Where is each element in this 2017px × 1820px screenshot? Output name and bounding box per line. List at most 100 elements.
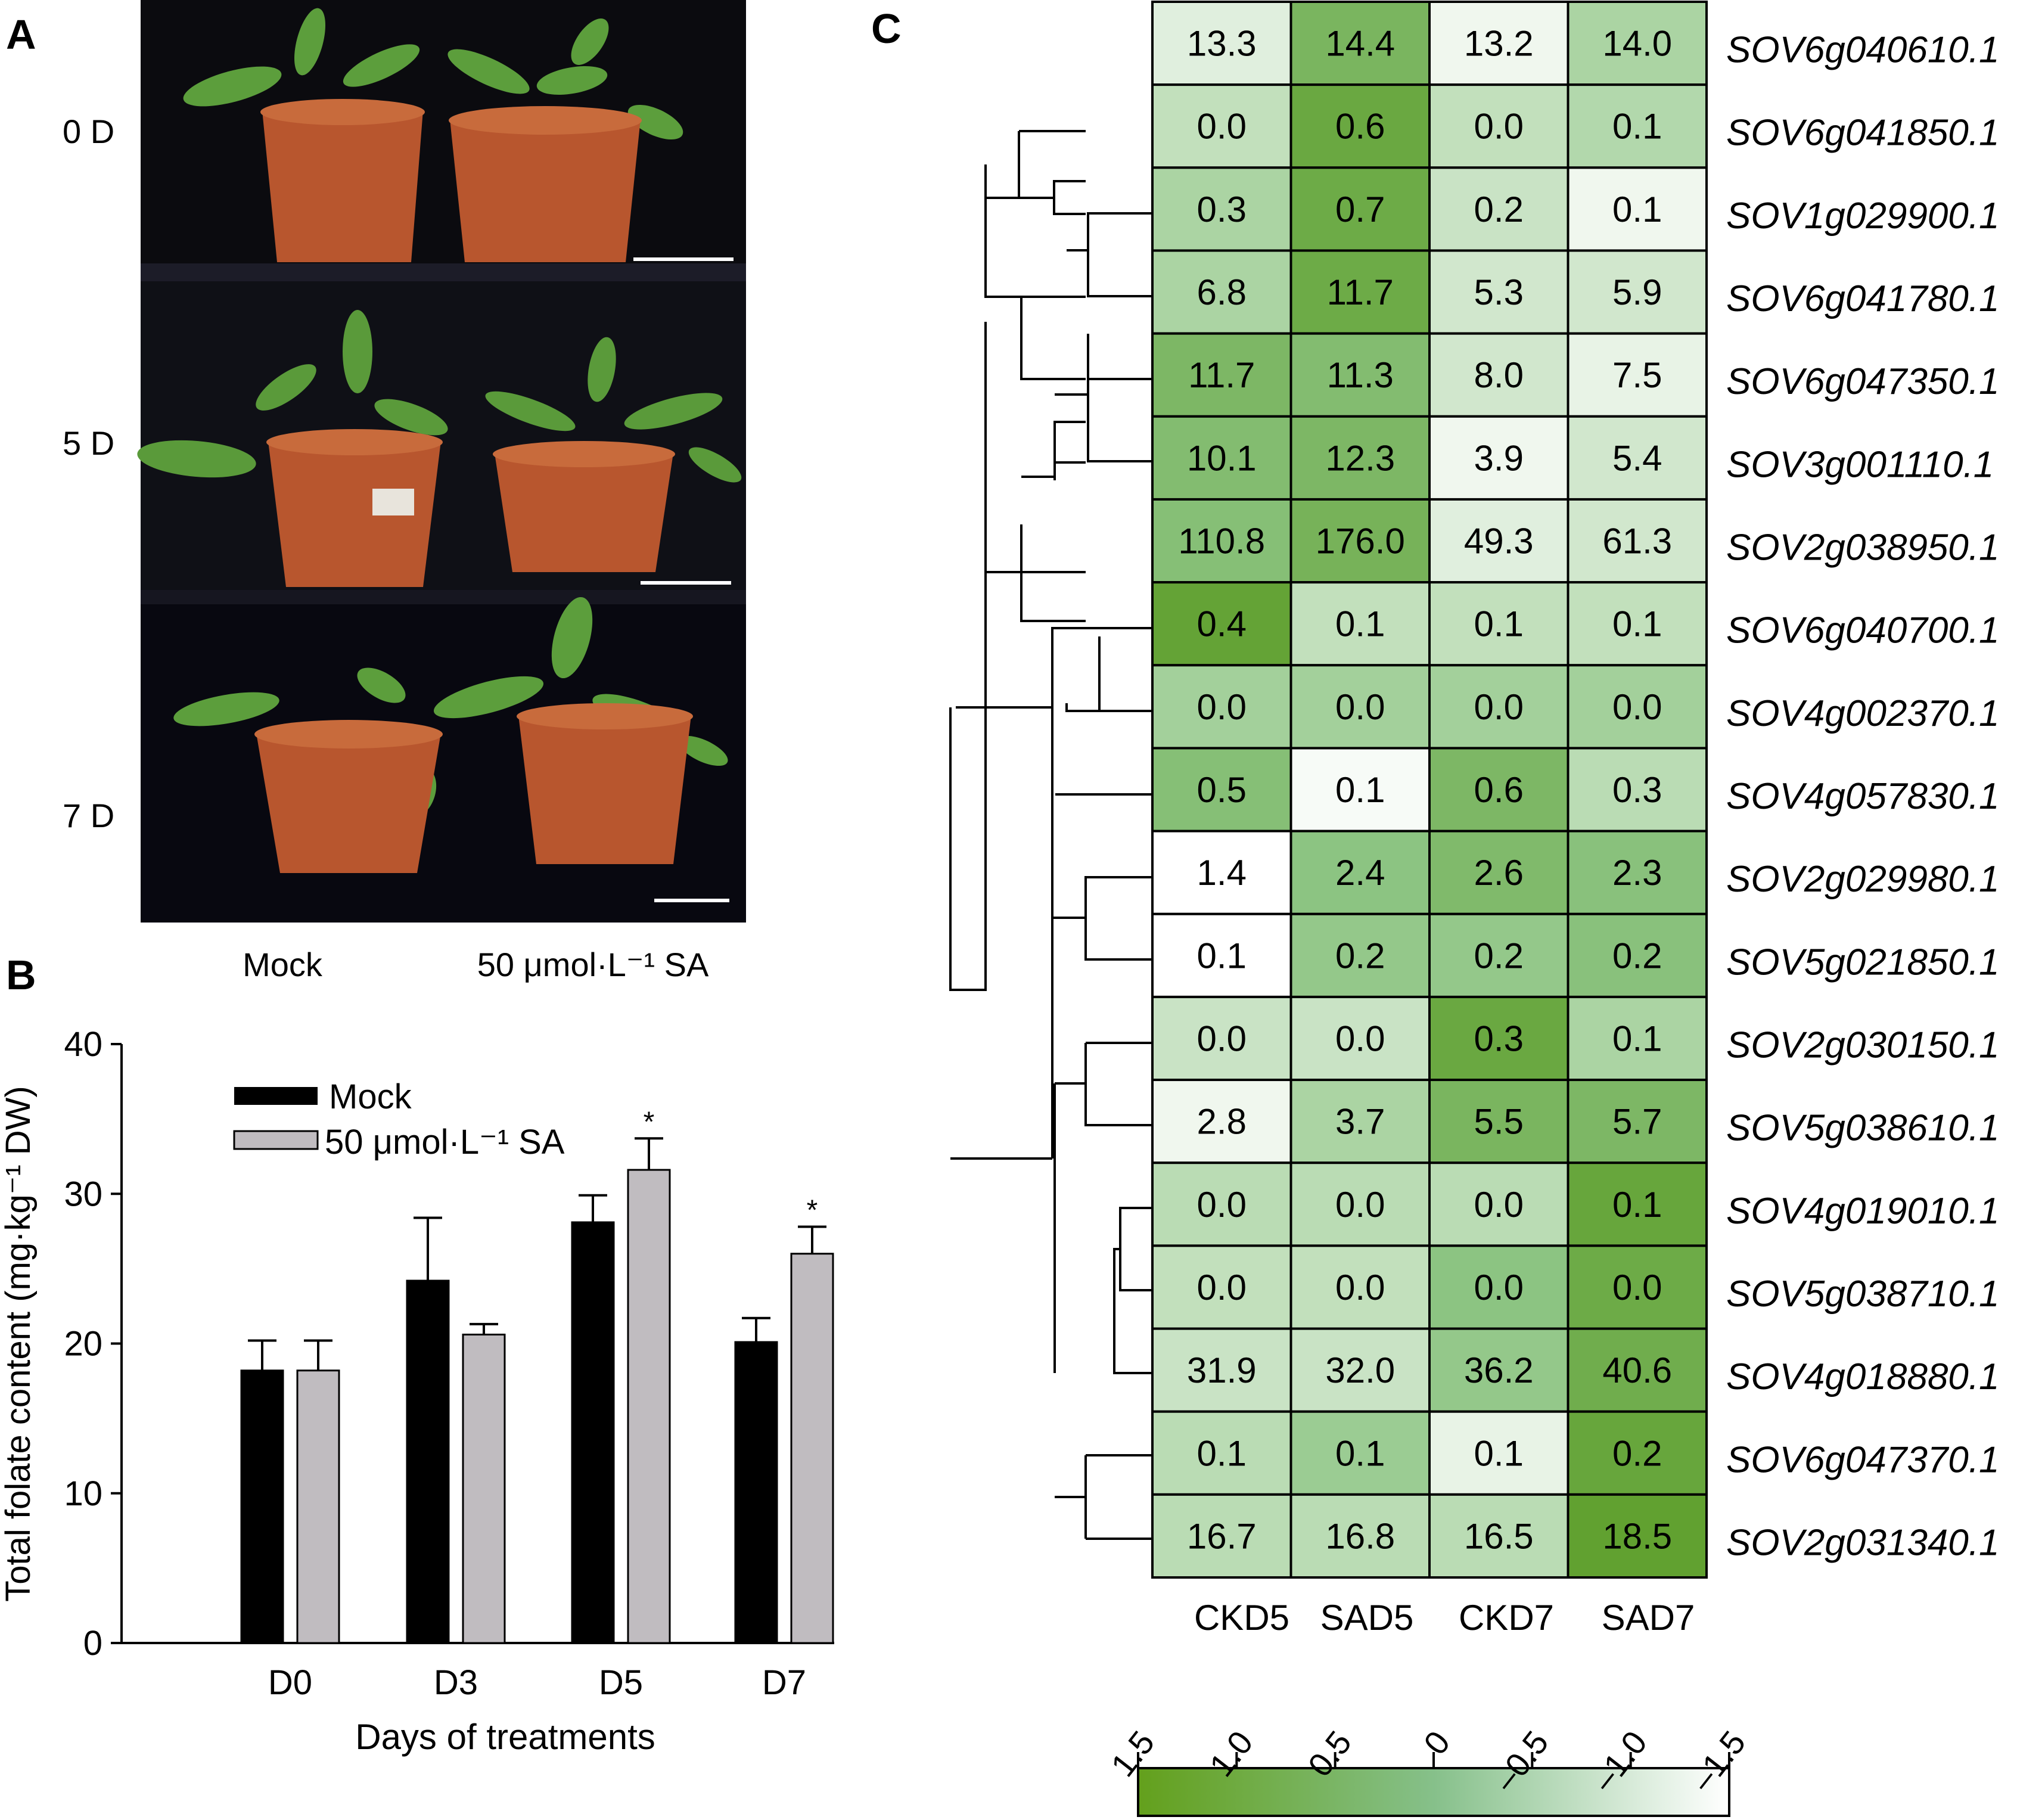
column-label-mock: Mock bbox=[243, 946, 323, 983]
scale-bar bbox=[641, 581, 731, 585]
heatmap-cell-value: 0.0 bbox=[1612, 1268, 1662, 1307]
heatmap-cell bbox=[1289, 912, 1431, 998]
heatmap-cell bbox=[1289, 1161, 1431, 1247]
gene-labels: SOV6g040610.1SOV6g041850.1SOV1g029900.1S… bbox=[1726, 30, 2000, 1564]
significance-marker: * bbox=[644, 1106, 655, 1138]
bar-mock bbox=[734, 1341, 778, 1644]
gene-label: SOV6g040700.1 bbox=[1726, 610, 2000, 651]
heatmap-cell-value: 0.2 bbox=[1612, 1433, 1662, 1473]
dendrogram-branch bbox=[984, 130, 1086, 622]
heatmap-cell bbox=[1289, 664, 1431, 750]
panel-label-c: C bbox=[871, 5, 902, 52]
heatmap-cell bbox=[1567, 912, 1708, 998]
heatmap-cell-value: 0.3 bbox=[1474, 1018, 1524, 1058]
dendrogram bbox=[949, 130, 1152, 1540]
bar-sa bbox=[627, 1169, 671, 1644]
flower-pot-rim bbox=[266, 429, 443, 455]
heatmap-cell-value: 0.0 bbox=[1474, 107, 1524, 147]
heatmap-cell-value: 0.1 bbox=[1612, 107, 1662, 147]
heatmap-cell-value: 0.5 bbox=[1197, 770, 1247, 810]
y-axis-title: Total folate content (mg·kg⁻¹ DW) bbox=[0, 1086, 38, 1601]
heatmap-cell bbox=[1428, 830, 1570, 915]
colorbar-gradient bbox=[1137, 1767, 1730, 1817]
gene-label: SOV2g029980.1 bbox=[1726, 859, 2000, 900]
heatmap-cell bbox=[1289, 1327, 1431, 1413]
x-tick-label: D5 bbox=[599, 1663, 643, 1702]
heatmap-cell-value: 0.0 bbox=[1474, 1185, 1524, 1225]
heatmap-cell-value: 7.5 bbox=[1612, 355, 1662, 395]
gene-label: SOV4g002370.1 bbox=[1726, 693, 2000, 734]
heatmap-cell-value: 176.0 bbox=[1316, 521, 1405, 561]
heatmap-cell bbox=[1567, 498, 1708, 584]
panel-label-a: A bbox=[6, 11, 36, 58]
plant-photo-7d bbox=[173, 597, 729, 902]
sample-label: SAD7 bbox=[1602, 1598, 1695, 1638]
flower-pot bbox=[495, 453, 673, 572]
heatmap-cell-value: 0.6 bbox=[1335, 107, 1385, 147]
panel-label-b: B bbox=[6, 952, 36, 998]
heatmap-cell-value: 11.3 bbox=[1327, 355, 1394, 395]
flower-pot-rim bbox=[449, 106, 642, 135]
heatmap-cell bbox=[1567, 415, 1708, 501]
heatmap-cell bbox=[1289, 995, 1431, 1082]
gene-label: SOV2g031340.1 bbox=[1726, 1522, 2000, 1563]
heatmap-cell-value: 11.7 bbox=[1188, 355, 1255, 395]
heatmap-cell-value: 32.0 bbox=[1325, 1350, 1395, 1390]
heatmap-cell-value: 11.7 bbox=[1327, 272, 1394, 312]
flower-pot-rim bbox=[517, 703, 693, 729]
legend-swatch-mock bbox=[234, 1087, 318, 1105]
x-axis-title: Days of treatments bbox=[355, 1717, 655, 1757]
heatmap-cell-value: 14.4 bbox=[1325, 24, 1395, 64]
heatmap-cell bbox=[1289, 1, 1431, 86]
dendrogram-branch bbox=[1052, 793, 1152, 1540]
sample-label: CKD7 bbox=[1459, 1598, 1554, 1638]
gene-label: SOV6g047370.1 bbox=[1726, 1439, 2000, 1480]
plant-photo-0d bbox=[183, 8, 734, 262]
heatmap-cell-value: 0.1 bbox=[1197, 1433, 1247, 1473]
heatmap-cell-value: 14.0 bbox=[1602, 24, 1672, 64]
heatmap-cell bbox=[1428, 249, 1570, 335]
heatmap-cell bbox=[1151, 830, 1292, 915]
legend-label-sa: 50 μmol·L⁻¹ SA bbox=[325, 1123, 565, 1161]
heatmap-cell-value: 5.5 bbox=[1474, 1102, 1524, 1142]
heatmap-cell bbox=[1151, 249, 1292, 335]
heatmap-cell-value: 16.5 bbox=[1464, 1516, 1534, 1556]
photo-panel: 0 D 5 D 7 D Mock 50 μmol·L⁻¹ SA bbox=[63, 0, 746, 983]
gene-label: SOV5g038710.1 bbox=[1726, 1274, 2000, 1315]
heatmap-cell bbox=[1428, 747, 1570, 833]
heatmap-cell-value: 0.0 bbox=[1197, 687, 1247, 727]
heatmap-cell-value: 13.2 bbox=[1464, 24, 1534, 64]
heatmap-cell-value: 0.1 bbox=[1612, 1018, 1662, 1058]
heatmap-cell-value: 0.3 bbox=[1197, 190, 1247, 229]
heatmap-cell-value: 16.8 bbox=[1325, 1516, 1395, 1556]
heatmap-cell-value: 12.3 bbox=[1325, 438, 1395, 478]
plant-photo-5d bbox=[137, 310, 742, 587]
photo-divider bbox=[141, 263, 746, 281]
heatmap-cell-value: 5.7 bbox=[1612, 1102, 1662, 1142]
heatmap-cell bbox=[1567, 166, 1708, 252]
gene-label: SOV1g029900.1 bbox=[1726, 195, 2000, 237]
gene-label: SOV4g057830.1 bbox=[1726, 776, 2000, 817]
heatmap-cell-value: 0.7 bbox=[1335, 190, 1385, 229]
significance-marker: * bbox=[807, 1195, 818, 1226]
heatmap-cell bbox=[1151, 912, 1292, 998]
bars: ** bbox=[240, 1106, 834, 1644]
heatmap-cell bbox=[1428, 1161, 1570, 1247]
sample-label: SAD5 bbox=[1320, 1598, 1414, 1638]
heatmap-cell bbox=[1567, 83, 1708, 169]
heatmap-cell-value: 6.8 bbox=[1197, 272, 1247, 312]
gene-label: SOV4g018880.1 bbox=[1726, 1356, 2000, 1397]
heatmap-cell-value: 3.7 bbox=[1335, 1102, 1385, 1142]
x-tick-label: D0 bbox=[268, 1663, 312, 1702]
dendrogram-branch bbox=[956, 212, 1152, 794]
heatmap-cell-value: 0.0 bbox=[1335, 1018, 1385, 1058]
heatmap-cell-value: 10.1 bbox=[1187, 438, 1257, 478]
pot-label-sticker bbox=[372, 489, 414, 515]
flower-pot bbox=[256, 733, 441, 873]
heatmap-cell bbox=[1289, 1244, 1431, 1330]
bar-mock bbox=[406, 1279, 450, 1644]
heatmap-cell-value: 0.0 bbox=[1335, 1185, 1385, 1225]
